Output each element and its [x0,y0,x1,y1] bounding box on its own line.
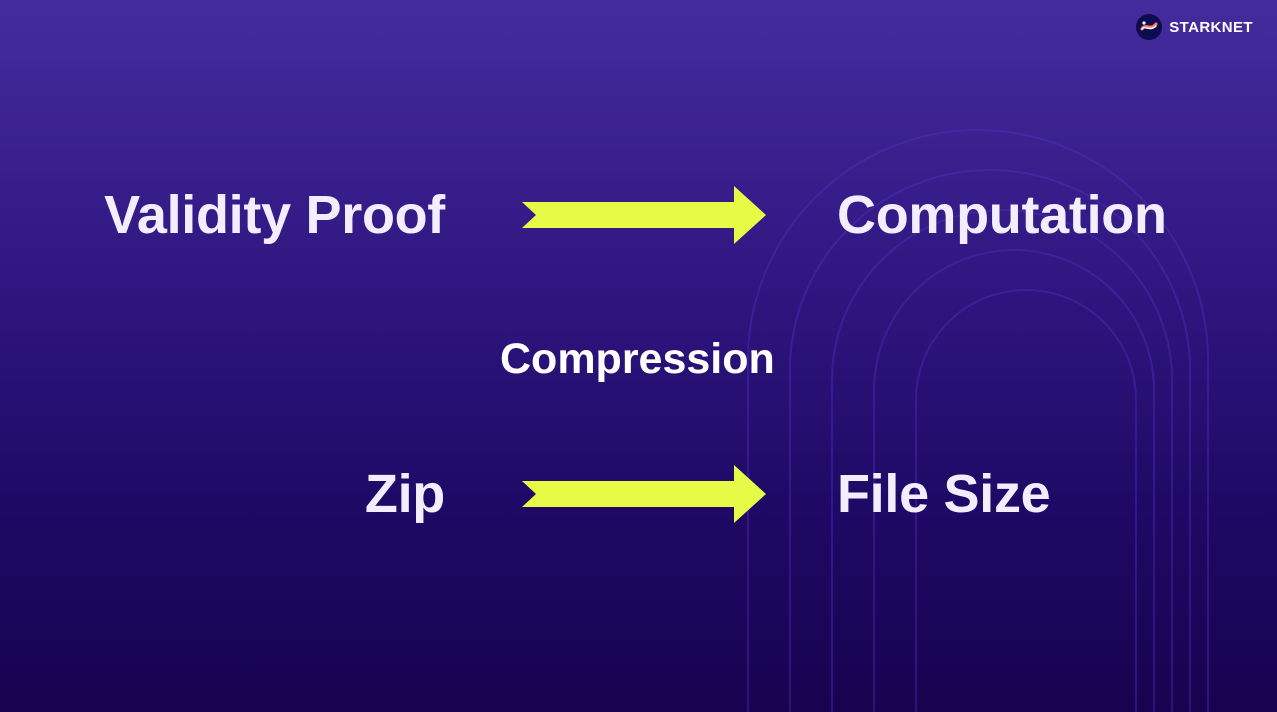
arrow-right-icon [522,186,766,244]
term-validity-proof: Validity Proof [104,185,445,245]
middle-label-compression: Compression [500,335,775,383]
term-file-size: File Size [837,464,1051,524]
starknet-logo-icon [1136,14,1163,40]
term-computation: Computation [837,185,1167,245]
arrow-right-icon [522,465,766,523]
brand-name: STARKNET [1169,18,1253,36]
term-zip: Zip [364,464,445,524]
brand: STARKNET [1136,14,1253,40]
